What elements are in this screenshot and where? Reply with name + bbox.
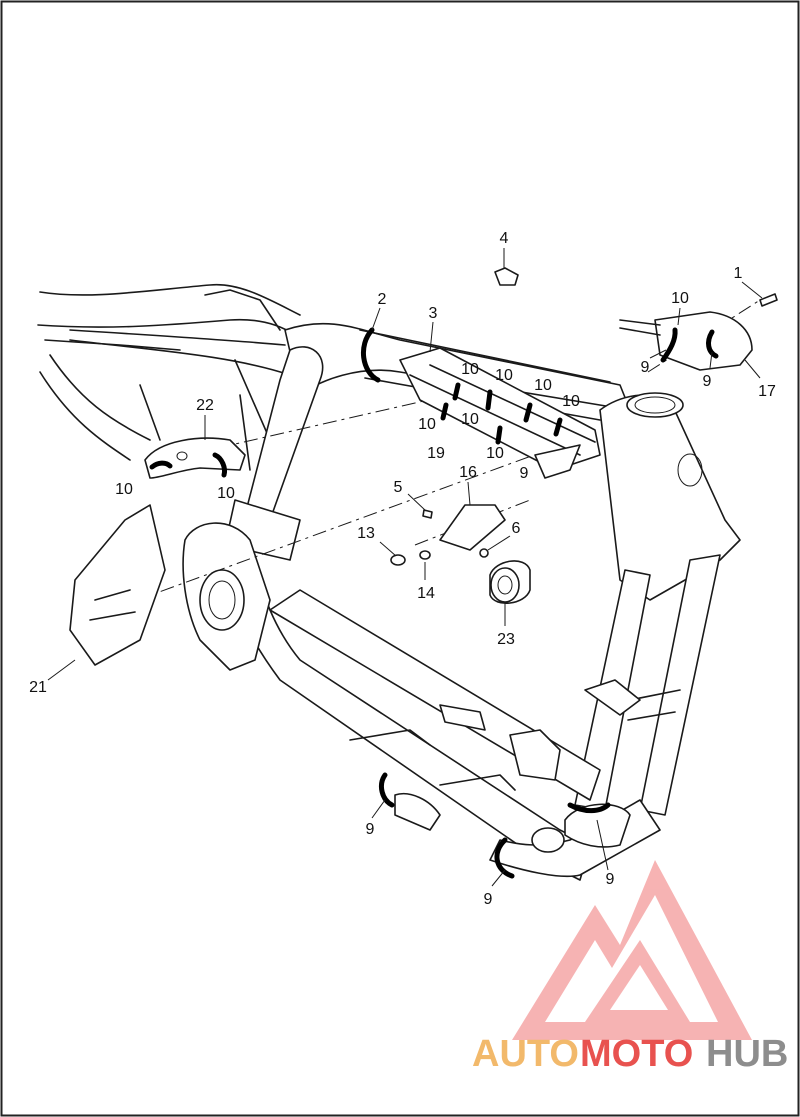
callout-22: 22 bbox=[196, 397, 214, 414]
callout-13: 13 bbox=[357, 525, 375, 542]
callout-21: 21 bbox=[29, 679, 47, 696]
callout-16: 16 bbox=[459, 464, 477, 481]
callout-10-caddy-g: 10 bbox=[486, 445, 504, 462]
callout-9-module-left: 9 bbox=[641, 359, 650, 376]
grommet-part-14 bbox=[419, 550, 431, 560]
leader-lines bbox=[47, 248, 763, 887]
clamp-bands bbox=[149, 327, 719, 879]
bracket-part-16 bbox=[439, 504, 506, 551]
watermark-hub: HUB bbox=[706, 1033, 788, 1075]
harness-caddy bbox=[399, 347, 601, 479]
callout-4: 4 bbox=[500, 230, 509, 247]
clip-part-4 bbox=[494, 267, 519, 286]
callout-10-caddy-f: 10 bbox=[461, 411, 479, 428]
watermark-logo bbox=[512, 860, 752, 1040]
nut-part-6 bbox=[479, 548, 489, 558]
callout-1: 1 bbox=[734, 265, 743, 282]
callout-9-module-right: 9 bbox=[703, 373, 712, 390]
callout-23: 23 bbox=[497, 631, 515, 648]
watermark-moto: MOTO bbox=[580, 1033, 693, 1075]
callout-3: 3 bbox=[429, 305, 438, 322]
cover-part-21 bbox=[69, 504, 166, 666]
callout-6: 6 bbox=[512, 520, 521, 537]
callout-5: 5 bbox=[394, 479, 403, 496]
callout-10-bracket-left: 10 bbox=[115, 481, 133, 498]
rivet-part-13 bbox=[390, 554, 406, 566]
watermark-auto: AUTO bbox=[472, 1033, 579, 1075]
bolt-part-5 bbox=[422, 509, 433, 519]
callout-10-caddy-d: 10 bbox=[562, 393, 580, 410]
callout-10-bracket-right: 10 bbox=[217, 485, 235, 502]
callout-14: 14 bbox=[417, 585, 435, 602]
callout-10-caddy-b: 10 bbox=[495, 367, 513, 384]
callout-2: 2 bbox=[378, 291, 387, 308]
callout-9-caddy: 9 bbox=[520, 465, 529, 482]
watermark-text: AUTO MOTO HUB bbox=[472, 1033, 788, 1075]
callout-9-lower-front: 9 bbox=[484, 891, 493, 908]
callout-17: 17 bbox=[758, 383, 776, 400]
steering-head-and-downtubes bbox=[574, 392, 741, 816]
callout-10-caddy-c: 10 bbox=[534, 377, 552, 394]
lower-frame-rails bbox=[224, 559, 661, 881]
callout-10-module: 10 bbox=[671, 290, 689, 307]
callout-9-downtube: 9 bbox=[606, 871, 615, 888]
bracket-part-22 bbox=[144, 437, 246, 479]
callout-9-lower-left: 9 bbox=[366, 821, 375, 838]
callout-10-caddy-a: 10 bbox=[461, 361, 479, 378]
callout-10-caddy-e: 10 bbox=[418, 416, 436, 433]
bushing-part-23 bbox=[489, 560, 531, 604]
callout-labels: 1 2 3 4 5 6 9 9 9 9 9 9 10 10 10 10 10 1… bbox=[29, 230, 776, 908]
callout-19: 19 bbox=[427, 445, 445, 462]
module-part-17 bbox=[619, 293, 778, 371]
rear-frame-section bbox=[37, 283, 301, 471]
